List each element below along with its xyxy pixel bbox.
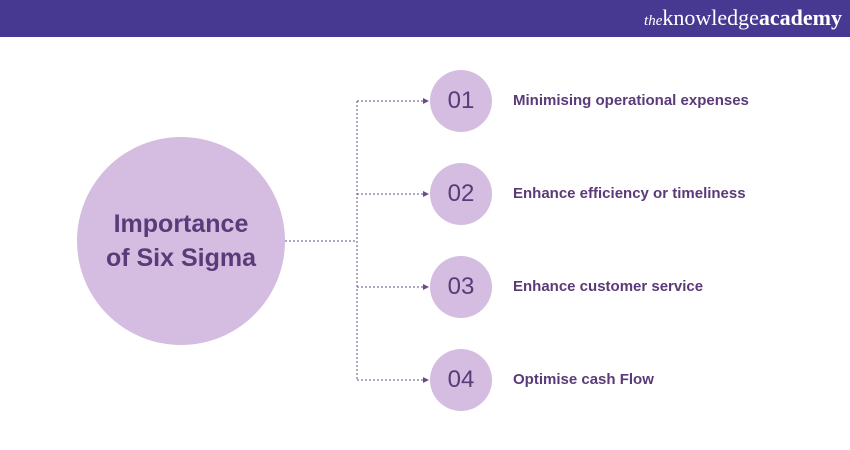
header-bar: theknowledgeacademy	[0, 0, 850, 37]
hub-title-line2: of Six Sigma	[105, 244, 257, 272]
brand-logo[interactable]: theknowledgeacademy	[644, 4, 842, 35]
hub-circle: Importance of Six Sigma	[77, 137, 285, 345]
brand-logo-academy: academy	[758, 5, 842, 30]
item-number-circle-1: 01	[430, 70, 492, 132]
hub-title-line1: Importance	[113, 210, 249, 238]
brand-logo-knowledge: knowledge	[662, 5, 759, 30]
brand-logo-the: the	[644, 13, 663, 29]
item-label-2: Enhance efficiency or timeliness	[513, 185, 746, 202]
item-number-circle-2: 02	[430, 163, 492, 225]
item-label-3: Enhance customer service	[513, 278, 704, 295]
item-label-1: Minimising operational expenses	[513, 92, 749, 109]
item-number-circle-3: 03	[430, 256, 492, 318]
item-label-4: Optimise cash Flow	[513, 371, 654, 388]
item-number-circle-4: 04	[430, 349, 492, 411]
